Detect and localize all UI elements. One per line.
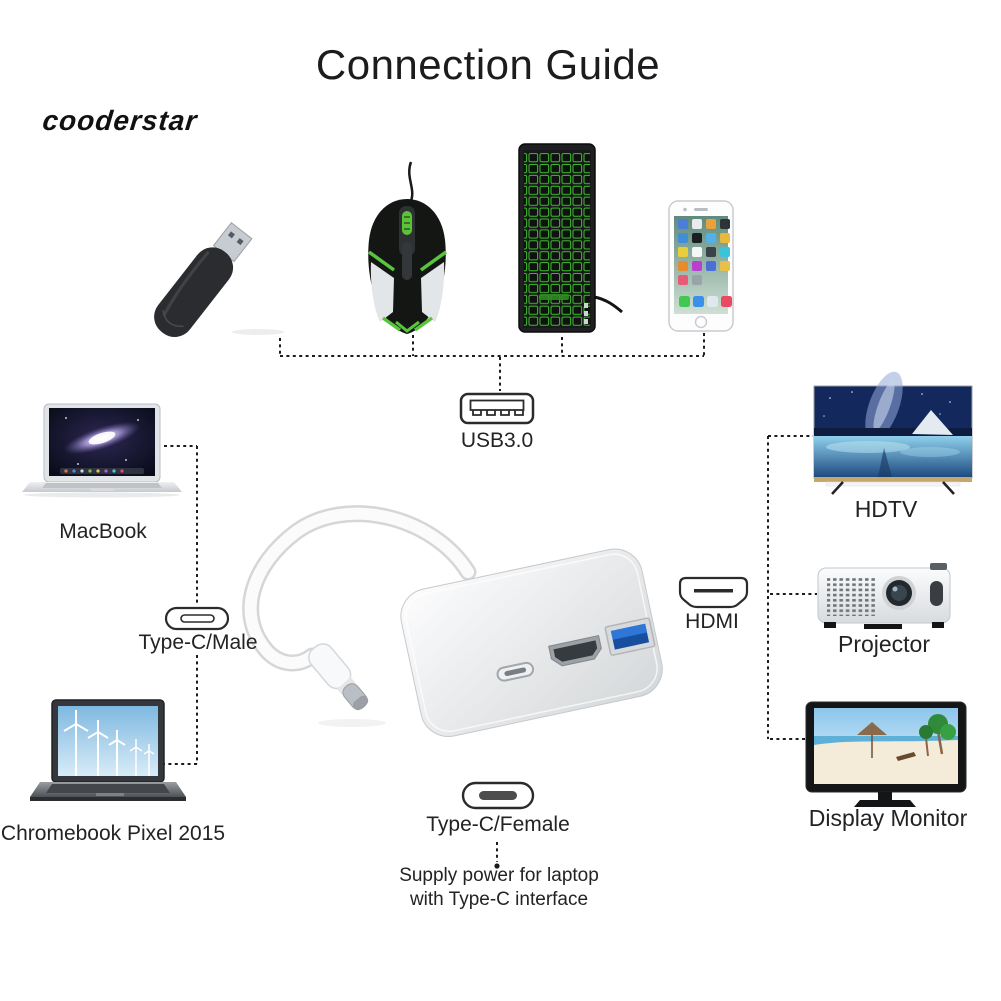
hdtv-label: HDTV — [854, 496, 918, 522]
beach-umbrella — [857, 722, 887, 758]
chromebook-link — [164, 655, 198, 765]
gaming-mouse — [367, 161, 448, 334]
brand-logo: cooderstar — [41, 105, 200, 136]
page-title: Connection Guide — [315, 41, 661, 88]
type-c-male-label: Type-C/Male — [138, 631, 258, 654]
beach-chair — [896, 752, 916, 761]
projector — [817, 563, 951, 629]
female-port-stub-dot — [494, 863, 500, 869]
backlit-keyboard — [518, 143, 623, 333]
type-c-female-label: Type-C/Female — [426, 813, 570, 836]
usb-c-female-port — [496, 661, 535, 682]
macbook-label: MacBook — [59, 520, 147, 543]
display-monitor — [805, 701, 967, 807]
usb-c-multiport-adapter — [242, 505, 663, 737]
hdtv — [813, 371, 973, 495]
palm-trees — [919, 714, 956, 757]
wind-turbines — [63, 710, 155, 776]
usb-flash-drive — [154, 222, 284, 338]
display-monitor-label: Display Monitor — [808, 805, 968, 831]
type-c-male-icon — [164, 606, 230, 631]
hdtv-gold-bar — [814, 477, 972, 482]
top-device-stubs — [279, 333, 705, 356]
hdmi-icon — [678, 576, 749, 609]
mouse-cable — [408, 161, 414, 204]
usb-a-port — [604, 617, 656, 656]
usb3-label: USB3.0 — [460, 429, 534, 452]
hdmi-port — [548, 635, 602, 667]
power-note-line1: Supply power for laptop — [399, 865, 599, 886]
power-note-line2: with Type-C interface — [409, 889, 589, 910]
macbook-dock — [60, 468, 144, 474]
iphone-app-grid — [678, 219, 732, 307]
chromebook-pixel — [30, 699, 186, 801]
hdtv-legs — [831, 481, 955, 495]
macbook — [22, 403, 182, 498]
usb-c-male-plug — [308, 643, 369, 711]
macbook-link — [164, 445, 198, 606]
projector-vents — [827, 576, 875, 616]
adapter-body — [400, 548, 663, 737]
connector-lines — [164, 333, 817, 862]
chromebook-label: Chromebook Pixel 2015 — [0, 822, 226, 845]
hdmi-label: HDMI — [685, 610, 739, 633]
iphone — [668, 200, 734, 332]
usb3-port-icon — [459, 392, 535, 425]
iphone-home-button — [694, 315, 708, 329]
display-links — [767, 435, 817, 740]
type-c-female-icon — [461, 781, 535, 810]
projector-label: Projector — [837, 631, 931, 657]
keyboard-cable — [593, 295, 623, 314]
